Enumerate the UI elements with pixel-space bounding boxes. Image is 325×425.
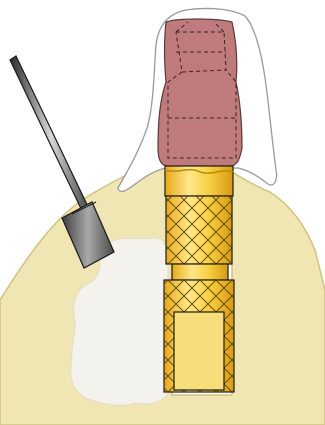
instrument-shaft — [10, 56, 92, 219]
crown — [158, 19, 242, 166]
implant-inner-fixture — [174, 312, 224, 390]
implant-body-neck — [172, 264, 228, 280]
